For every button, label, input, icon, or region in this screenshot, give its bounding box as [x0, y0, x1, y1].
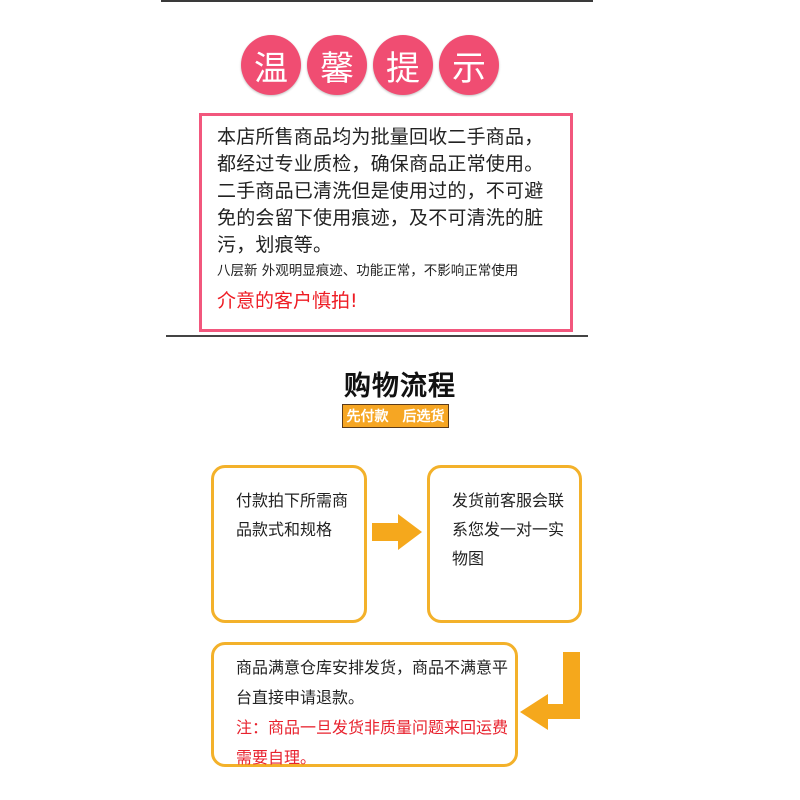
step-3-main-text: 商品满意仓库安排发货，商品不满意平台直接申请退款。	[236, 658, 509, 707]
step-2-text: 发货前客服会联系您发一对一实物图	[452, 491, 565, 568]
notice-main-text: 本店所售商品均为批量回收二手商品，都经过专业质检，确保商品正常使用。二手商品已清…	[217, 126, 544, 256]
flow-step-2: 发货前客服会联系您发一对一实物图	[427, 465, 582, 623]
notice-box: 本店所售商品均为批量回收二手商品，都经过专业质检，确保商品正常使用。二手商品已清…	[199, 113, 573, 332]
flow-title: 购物流程	[344, 371, 456, 402]
heading-circle: 馨	[307, 35, 367, 95]
step-3-note-text: 注：商品一旦发货非质量问题来回运费需要自理。	[236, 718, 509, 767]
flow-step-1: 付款拍下所需商品款式和规格	[211, 465, 367, 623]
top-divider	[161, 0, 593, 2]
flow-badge: 先付款 后选货	[342, 404, 449, 428]
flow-step-3: 商品满意仓库安排发货，商品不满意平台直接申请退款。 注：商品一旦发货非质量问题来…	[211, 642, 518, 767]
arrow-down-left-icon	[520, 652, 582, 738]
arrow-right-icon	[372, 514, 424, 554]
notice-warning-text: 介意的客户慎拍!	[217, 290, 358, 312]
notice-condition-text: 八层新 外观明显痕迹、功能正常，不影响正常使用	[217, 263, 519, 279]
heading-circle: 温	[241, 35, 301, 95]
heading-circle: 示	[439, 35, 499, 95]
badge-left-text: 先付款	[346, 409, 389, 425]
section-divider	[166, 335, 588, 337]
warm-tips-heading: 温 馨 提 示	[241, 35, 499, 95]
badge-right-text: 后选货	[402, 409, 445, 425]
heading-circle: 提	[373, 35, 433, 95]
step-3-text: 商品满意仓库安排发货，商品不满意平台直接申请退款。 注：商品一旦发货非质量问题来…	[236, 653, 511, 773]
step-1-text: 付款拍下所需商品款式和规格	[236, 491, 349, 539]
